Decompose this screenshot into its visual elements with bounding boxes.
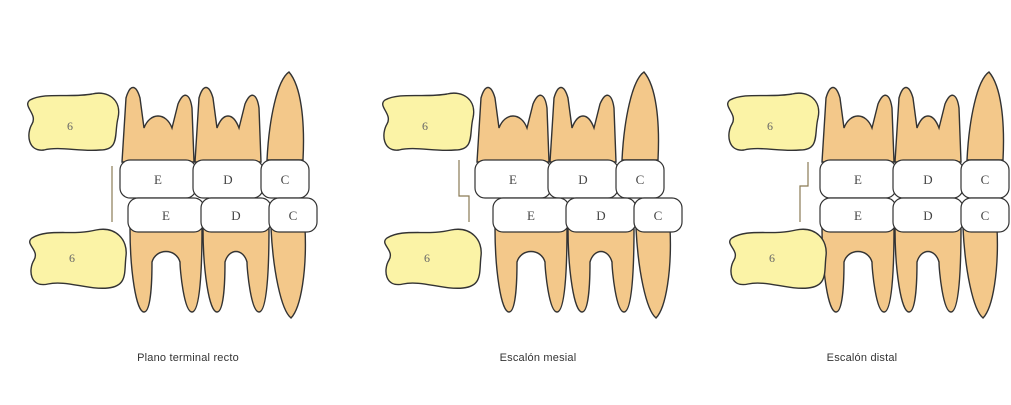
upper-root	[822, 88, 894, 163]
lower-molar-label: 6	[69, 251, 75, 265]
upper-molar	[383, 93, 474, 150]
lower-crown-label: C	[654, 208, 663, 223]
lower-root	[895, 228, 961, 312]
upper-crown-label: C	[636, 172, 645, 187]
lower-crown-label: C	[981, 208, 990, 223]
upper-root	[895, 88, 961, 163]
upper-root	[622, 72, 658, 160]
lower-molar-label: 6	[769, 251, 775, 265]
terminal-plane-line	[459, 160, 469, 222]
lower-crown-label: C	[289, 208, 298, 223]
upper-molar	[28, 93, 119, 150]
lower-root	[636, 228, 670, 318]
lower-molar	[730, 229, 827, 288]
caption-distal-step: Escalón distal	[742, 352, 982, 364]
lower-root	[203, 228, 269, 312]
upper-root	[195, 88, 261, 163]
upper-crown-label: E	[154, 172, 162, 187]
lower-root	[963, 228, 997, 318]
caption-mesial-step: Escalón mesial	[418, 352, 658, 364]
upper-molar-label: 6	[767, 119, 773, 133]
upper-root	[122, 88, 194, 163]
lower-root	[822, 228, 894, 312]
terminal-plane-line	[800, 162, 808, 222]
caption-straight-plane: Plano terminal recto	[68, 352, 308, 364]
lower-crown-label: E	[162, 208, 170, 223]
upper-root	[967, 72, 1003, 160]
lower-molar-label: 6	[424, 251, 430, 265]
panel-2: E D C E D C 6 6	[383, 72, 682, 318]
lower-crown-label: D	[231, 208, 240, 223]
upper-crown-label: C	[281, 172, 290, 187]
upper-crown-label: C	[981, 172, 990, 187]
lower-crown-label: D	[923, 208, 932, 223]
lower-crown-label: E	[527, 208, 535, 223]
upper-molar-label: 6	[67, 119, 73, 133]
lower-root	[271, 228, 305, 318]
lower-root	[495, 228, 567, 312]
upper-crown-label: E	[854, 172, 862, 187]
upper-crown-label: E	[509, 172, 517, 187]
upper-molar-label: 6	[422, 119, 428, 133]
panel-3: E D C E D C 6 6	[728, 72, 1009, 318]
lower-root	[568, 228, 634, 312]
lower-molar	[385, 229, 482, 288]
lower-molar	[30, 229, 127, 288]
upper-crown-label: D	[223, 172, 232, 187]
upper-crown-label: D	[923, 172, 932, 187]
upper-root	[477, 88, 549, 163]
upper-root	[267, 72, 303, 160]
lower-crown-label: E	[854, 208, 862, 223]
upper-molar	[728, 93, 819, 150]
upper-root	[550, 88, 616, 163]
upper-crown-label: D	[578, 172, 587, 187]
lower-crown-label: D	[596, 208, 605, 223]
panel-1: E D C E D C 6 6	[28, 72, 317, 318]
lower-root	[130, 228, 202, 312]
